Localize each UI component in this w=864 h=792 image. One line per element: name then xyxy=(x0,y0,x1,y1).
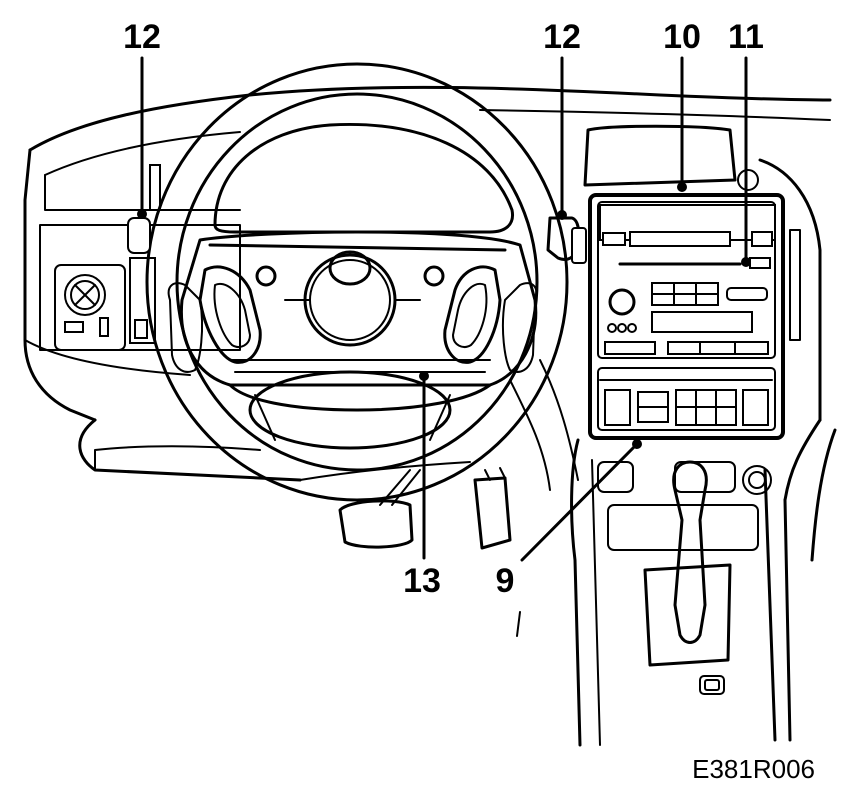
callout-11: 11 xyxy=(728,18,764,56)
dashboard-outline xyxy=(23,85,837,747)
callout-12-right: 12 xyxy=(543,18,581,56)
callout-13: 13 xyxy=(403,562,441,600)
steering-wheel xyxy=(145,62,569,502)
gear-shifter-console xyxy=(597,460,772,695)
light-switch-panel xyxy=(54,257,156,351)
stalk-switch-left xyxy=(127,217,151,254)
leader-lines xyxy=(140,56,748,562)
callout-12-left: 12 xyxy=(123,18,161,56)
pedals xyxy=(338,467,512,550)
leader-dots xyxy=(137,182,751,449)
stalk-switch-right xyxy=(546,216,587,264)
center-stack xyxy=(583,124,785,440)
figure-code: E381R006 xyxy=(692,754,815,784)
callout-9: 9 xyxy=(496,562,515,600)
callout-10: 10 xyxy=(663,18,701,56)
